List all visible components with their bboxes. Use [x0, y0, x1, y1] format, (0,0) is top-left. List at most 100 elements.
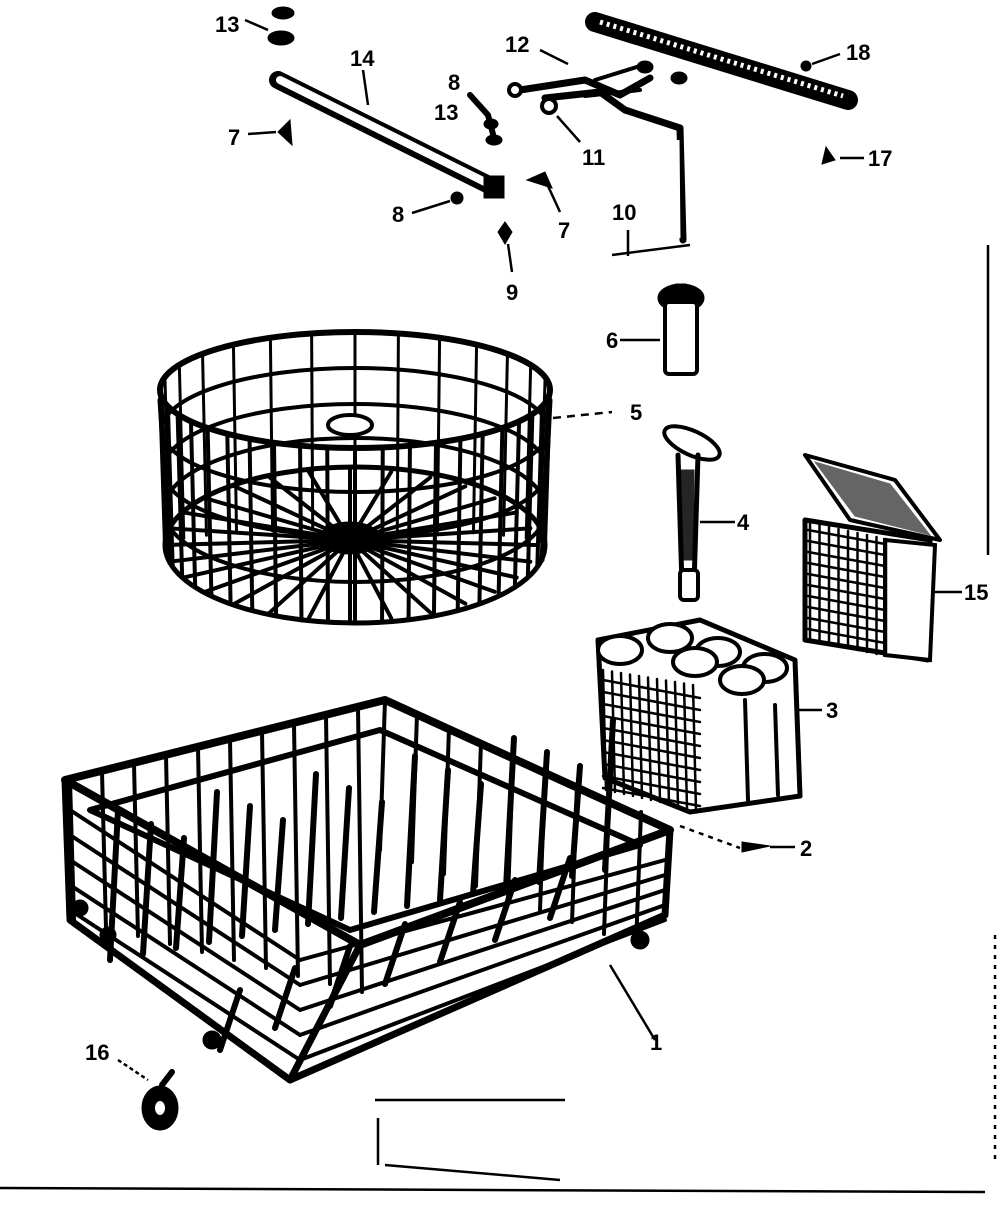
rack-tine-front [327, 943, 353, 1009]
rack-frame-rail [68, 808, 302, 962]
rack-tine [338, 785, 352, 921]
callout-16: 16 [85, 1040, 109, 1065]
rack-frame-wire [164, 754, 172, 946]
part-2-wheel-pin [679, 824, 795, 853]
mesh-wire [806, 638, 887, 656]
basket-spoke [348, 538, 533, 564]
rack-frame-rail [298, 918, 667, 1062]
mesh-wire [601, 726, 702, 748]
callout-7-right: 7 [558, 218, 570, 243]
basket-wire-back [435, 336, 442, 533]
mesh-wire [601, 714, 702, 736]
rack-frame-wires [68, 698, 667, 1062]
basket-spoke [167, 538, 352, 564]
part-18-upper-spray-bar [585, 12, 858, 110]
basket-wire-back [177, 363, 186, 540]
callout-15: 15 [964, 580, 988, 605]
callout-2: 2 [800, 836, 812, 861]
rack-frame-wire [378, 698, 387, 852]
callout-9: 9 [506, 280, 518, 305]
callout-5: 5 [630, 400, 642, 425]
callout-8-top: 8 [448, 70, 460, 95]
mesh-wire [806, 539, 887, 557]
basket-3-mesh [601, 668, 702, 812]
mesh-wire [601, 678, 702, 700]
mesh-wire [601, 668, 608, 792]
callout-13-top: 13 [215, 12, 239, 37]
rack-frame-wire [228, 738, 236, 962]
basket-spoke [348, 538, 537, 547]
mesh-wire [691, 683, 698, 812]
mesh-wire [619, 671, 626, 796]
part-1-lower-rack [61, 696, 674, 1084]
callout-18: 18 [846, 40, 870, 65]
mesh-wire [806, 550, 887, 568]
basket-spoke [348, 538, 519, 580]
rack-frame-wire [410, 712, 419, 864]
part-11-washer [540, 97, 581, 143]
part-7-fastener-left [247, 118, 293, 147]
rack-frame-wire [506, 754, 515, 900]
mesh-wire [655, 677, 662, 804]
rack-tine-front [217, 987, 243, 1053]
rack-frame-wire [474, 740, 483, 888]
part-14-upper-spray-tube [269, 69, 505, 199]
mesh-wire [806, 583, 887, 601]
basket-spoke [348, 538, 497, 594]
part-17-fastener [821, 145, 864, 165]
part-3-cutlery-basket [595, 617, 822, 815]
part-8-nut [411, 191, 464, 215]
mesh-wire [601, 786, 702, 808]
mesh-wire [682, 682, 689, 810]
mesh-wire [628, 673, 635, 798]
callout-14: 14 [350, 46, 375, 71]
mesh-wire [806, 561, 887, 579]
rack-frame-wire [634, 810, 643, 948]
rack-frame-wire [132, 762, 140, 938]
rack-frame-wire [100, 770, 108, 930]
mesh-wire [601, 738, 702, 760]
basket-15-mesh [806, 521, 888, 658]
rack-frame-wire [196, 746, 204, 954]
part-15-silverware-basket-lidded [802, 453, 962, 663]
mesh-wire [646, 676, 653, 802]
callout-3: 3 [826, 698, 838, 723]
mesh-wire [806, 627, 887, 645]
rack-frame-rail [298, 903, 667, 1037]
mesh-wire [806, 572, 887, 590]
callout-8-bottom: 8 [392, 202, 404, 227]
rack-tine-front [437, 899, 463, 965]
basket-wire-back [502, 352, 509, 537]
mesh-wire [637, 674, 644, 800]
basket-wire-verticals [158, 330, 552, 625]
rack-frame-wire [260, 730, 268, 970]
callout-13-mid: 13 [434, 100, 458, 125]
part-7-fastener-right [525, 171, 562, 213]
part-5-round-basket [157, 329, 613, 626]
rack-frame-rail [68, 833, 302, 987]
rack-frame-rail [68, 858, 302, 1012]
callout-10: 10 [612, 200, 636, 225]
callout-7-left: 7 [228, 125, 240, 150]
basket-spoke [181, 538, 352, 580]
rack-tine [206, 789, 220, 945]
part-12-spray-arm [507, 48, 688, 244]
basket-spoke [163, 538, 352, 547]
basket-wire-back [310, 331, 315, 532]
part-10-tube-ref [611, 230, 691, 257]
rack-frame-wire [538, 768, 547, 912]
basket-wire-back [471, 343, 479, 535]
mesh-wire [664, 679, 671, 806]
part-6-spray-hub [620, 283, 705, 376]
callout-12: 12 [505, 32, 529, 57]
callout-6: 6 [606, 328, 618, 353]
scan-artifact-lines [0, 1098, 986, 1194]
part-16-rack-wheel [117, 1058, 179, 1131]
rack-frame-wire [570, 782, 579, 924]
rack-tine [239, 803, 253, 939]
rack-frame-wire [68, 778, 76, 922]
part-13-clips-top [244, 6, 295, 46]
basket-wire-back [231, 343, 239, 535]
rack-tine [305, 771, 319, 927]
